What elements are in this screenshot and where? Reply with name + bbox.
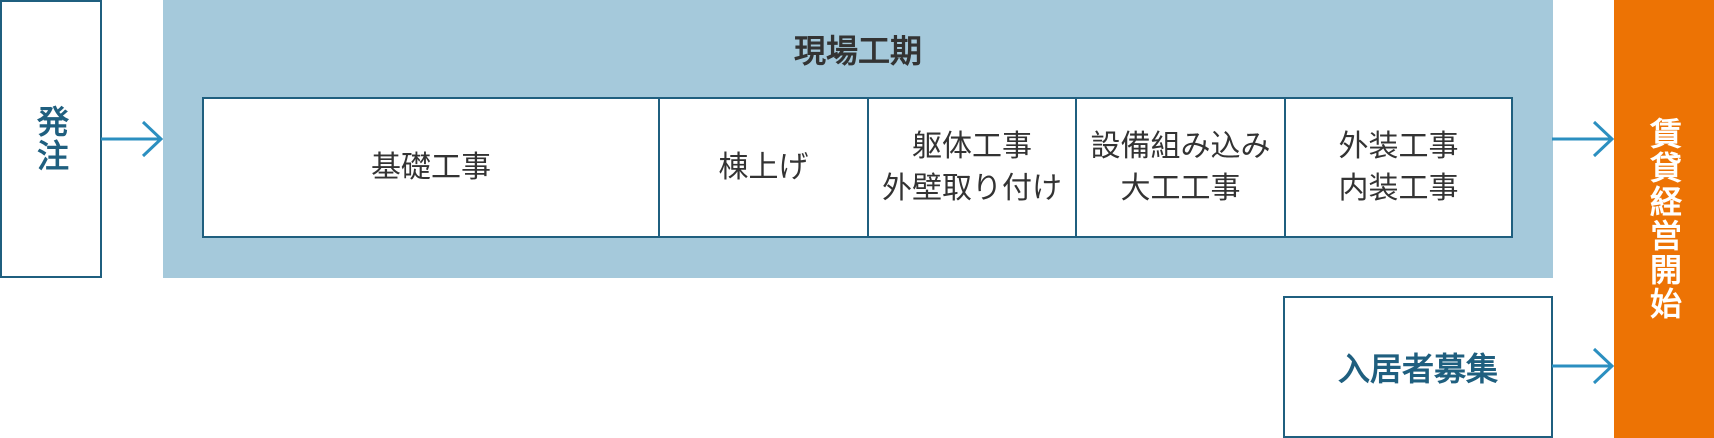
stage-exterior-interior: 外装工事 内装工事 bbox=[1338, 128, 1459, 206]
arrow-right-icon bbox=[1552, 347, 1615, 385]
rental-start-label: 賃貸経営開始 bbox=[1645, 117, 1683, 321]
arrow-right-icon bbox=[1552, 120, 1615, 158]
stage-row: 基礎工事 棟上げ 躯体工事 外壁取り付け 設備組み込み 大工工事 外装工事 内装… bbox=[202, 97, 1513, 238]
stage-foundation: 基礎工事 bbox=[204, 99, 660, 236]
tenant-recruitment-box: 入居者募集 bbox=[1283, 296, 1553, 438]
site-period-title: 現場工期 bbox=[793, 32, 922, 70]
site-period-panel: 現場工期 基礎工事 棟上げ 躯体工事 外壁取り付け 設備組み込み 大工工事 外装… bbox=[163, 0, 1553, 278]
arrow-right-icon bbox=[101, 120, 164, 158]
stage-structure-exterior-wall: 躯体工事 外壁取り付け bbox=[869, 99, 1077, 236]
stage-equipment-carpentry: 設備組み込み 大工工事 bbox=[1077, 99, 1286, 236]
stage-framing-raise: 棟上げ bbox=[660, 99, 869, 236]
rental-management-start-box: 賃貸経営開始 bbox=[1614, 0, 1714, 438]
tenant-recruitment-label: 入居者募集 bbox=[1337, 350, 1498, 388]
order-box: 発注 bbox=[0, 0, 102, 278]
order-label: 発注 bbox=[32, 105, 70, 173]
